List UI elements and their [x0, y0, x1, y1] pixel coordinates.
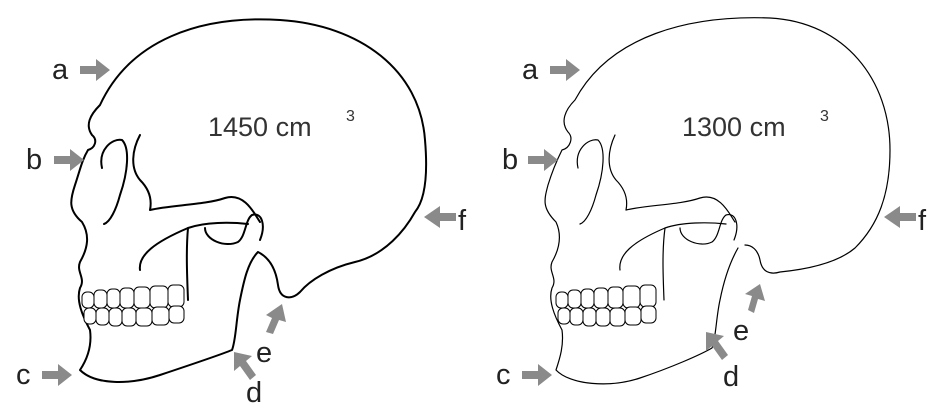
right-arrow-d: [706, 332, 728, 360]
left-label-e: e: [256, 337, 272, 369]
tooth: [134, 287, 150, 308]
right-volume-value: 1300 cm: [682, 112, 786, 142]
tooth: [608, 287, 623, 308]
tooth: [583, 308, 596, 326]
right-label-d: d: [723, 361, 739, 393]
left-skull-outline: [71, 19, 426, 382]
tooth: [610, 308, 625, 326]
right-jaw-ramus: [663, 228, 665, 300]
tooth: [84, 308, 96, 324]
right-label-e: e: [733, 315, 749, 347]
tooth: [623, 286, 640, 308]
left-eye-socket: [101, 140, 127, 224]
left-jaw-ramus: [187, 228, 188, 300]
left-arrow-a: [80, 59, 110, 81]
left-skull: 1450 cm 3 a b c d e f: [16, 19, 467, 405]
tooth: [122, 308, 136, 326]
right-teeth: [556, 285, 656, 326]
left-label-f: f: [458, 205, 467, 237]
left-label-c: c: [16, 359, 31, 391]
tooth: [594, 288, 608, 308]
right-skull: 1300 cm 3 a b c d e f: [496, 18, 927, 393]
right-temporal-line: [609, 135, 735, 222]
right-volume-exponent: 3: [820, 108, 829, 125]
right-label-a: a: [522, 54, 539, 86]
right-label-f: f: [918, 205, 927, 237]
tooth: [570, 308, 583, 325]
left-arrow-f: [424, 206, 456, 228]
tooth: [150, 286, 168, 308]
tooth: [625, 307, 641, 325]
tooth: [107, 289, 120, 308]
tooth: [96, 308, 109, 325]
right-label-c: c: [496, 359, 511, 391]
tooth: [82, 292, 94, 308]
right-arrow-e: [745, 284, 765, 313]
left-label-b: b: [26, 144, 42, 176]
tooth: [152, 307, 169, 325]
left-label-a: a: [52, 54, 69, 86]
right-label-b: b: [502, 144, 518, 176]
left-arrow-e: [266, 304, 286, 334]
tooth: [641, 306, 656, 323]
tooth: [568, 290, 581, 308]
tooth: [640, 285, 656, 307]
right-arrow-c: [522, 364, 552, 386]
left-arrow-d: [234, 352, 256, 380]
left-label-d: d: [246, 377, 262, 405]
tooth: [120, 288, 134, 308]
tooth: [169, 306, 184, 323]
left-teeth: [82, 285, 184, 326]
tooth: [109, 308, 122, 326]
right-eye-socket: [577, 140, 603, 224]
tooth: [556, 292, 568, 308]
left-condyle: [205, 215, 263, 244]
right-arrow-f: [884, 206, 916, 228]
left-cheek-line: [140, 223, 248, 270]
tooth: [596, 308, 610, 326]
left-volume-exponent: 3: [346, 108, 355, 125]
right-arrow-a: [550, 59, 580, 81]
tooth: [168, 285, 184, 307]
tooth: [136, 308, 152, 326]
left-arrow-c: [42, 364, 72, 386]
right-cheek-line: [620, 223, 726, 270]
left-temporal-line: [133, 135, 260, 222]
tooth: [581, 289, 594, 308]
right-condyle: [680, 215, 737, 244]
left-volume-value: 1450 cm: [208, 112, 312, 142]
tooth: [558, 308, 570, 324]
tooth: [94, 290, 107, 308]
